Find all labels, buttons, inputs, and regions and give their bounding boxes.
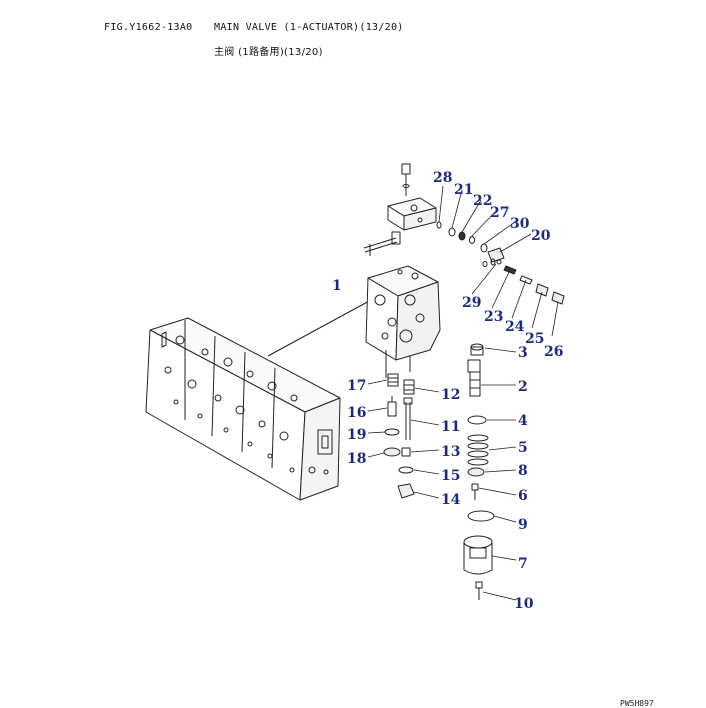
callout-12: 12 <box>441 387 460 403</box>
drawing-code: PW5H897 <box>620 699 654 708</box>
callout-1: 1 <box>332 278 342 294</box>
callout-15: 15 <box>441 468 460 484</box>
relief-parts <box>496 259 565 305</box>
callout-19: 19 <box>347 427 366 443</box>
callout-13: 13 <box>441 444 460 460</box>
bolt-small <box>471 483 479 500</box>
main-valve-body <box>145 317 341 501</box>
callout-11: 11 <box>441 419 460 435</box>
section-block <box>365 265 441 378</box>
top-cover <box>363 163 437 256</box>
callout-14: 14 <box>441 492 461 508</box>
callout-29: 29 <box>462 295 481 311</box>
callout-28: 28 <box>433 170 452 186</box>
callout-26: 26 <box>544 344 563 360</box>
figure-number: FIG.Y1662-13A0 <box>104 22 193 33</box>
callout-5: 5 <box>518 440 528 456</box>
callout-22: 22 <box>473 193 492 209</box>
callout-25: 25 <box>525 331 544 347</box>
spring-cap <box>463 535 493 575</box>
callout-23: 23 <box>484 309 503 325</box>
callout-9: 9 <box>518 517 528 533</box>
callout-30: 30 <box>510 216 530 232</box>
figure-title: MAIN VALVE (1-ACTUATOR)(13/20) <box>214 22 404 33</box>
callout-6: 6 <box>518 488 528 504</box>
callout-7: 7 <box>518 556 528 572</box>
callout-10: 10 <box>514 596 534 612</box>
plug-assembly-parts <box>436 221 505 267</box>
spool <box>467 343 484 397</box>
callout-27: 27 <box>490 205 509 221</box>
callout-4: 4 <box>518 413 528 429</box>
stopper <box>467 415 487 425</box>
cap-bolt <box>475 581 483 600</box>
figure-title-chinese: 主阀 (1路备用)(13/20) <box>214 47 323 58</box>
callout-18: 18 <box>347 451 366 467</box>
spring <box>467 434 489 466</box>
callout-20: 20 <box>531 228 551 244</box>
leader-line-body <box>267 299 372 357</box>
callout-17: 17 <box>347 378 366 394</box>
retainer <box>467 467 485 477</box>
left-column-parts <box>383 373 415 499</box>
callout-21: 21 <box>454 182 473 198</box>
callout-16: 16 <box>347 405 366 421</box>
callout-8: 8 <box>518 463 528 479</box>
leader-lines <box>367 185 559 601</box>
callout-2: 2 <box>518 379 528 395</box>
callout-3: 3 <box>518 345 528 361</box>
callout-24: 24 <box>505 319 525 335</box>
o-ring-large <box>467 510 495 522</box>
